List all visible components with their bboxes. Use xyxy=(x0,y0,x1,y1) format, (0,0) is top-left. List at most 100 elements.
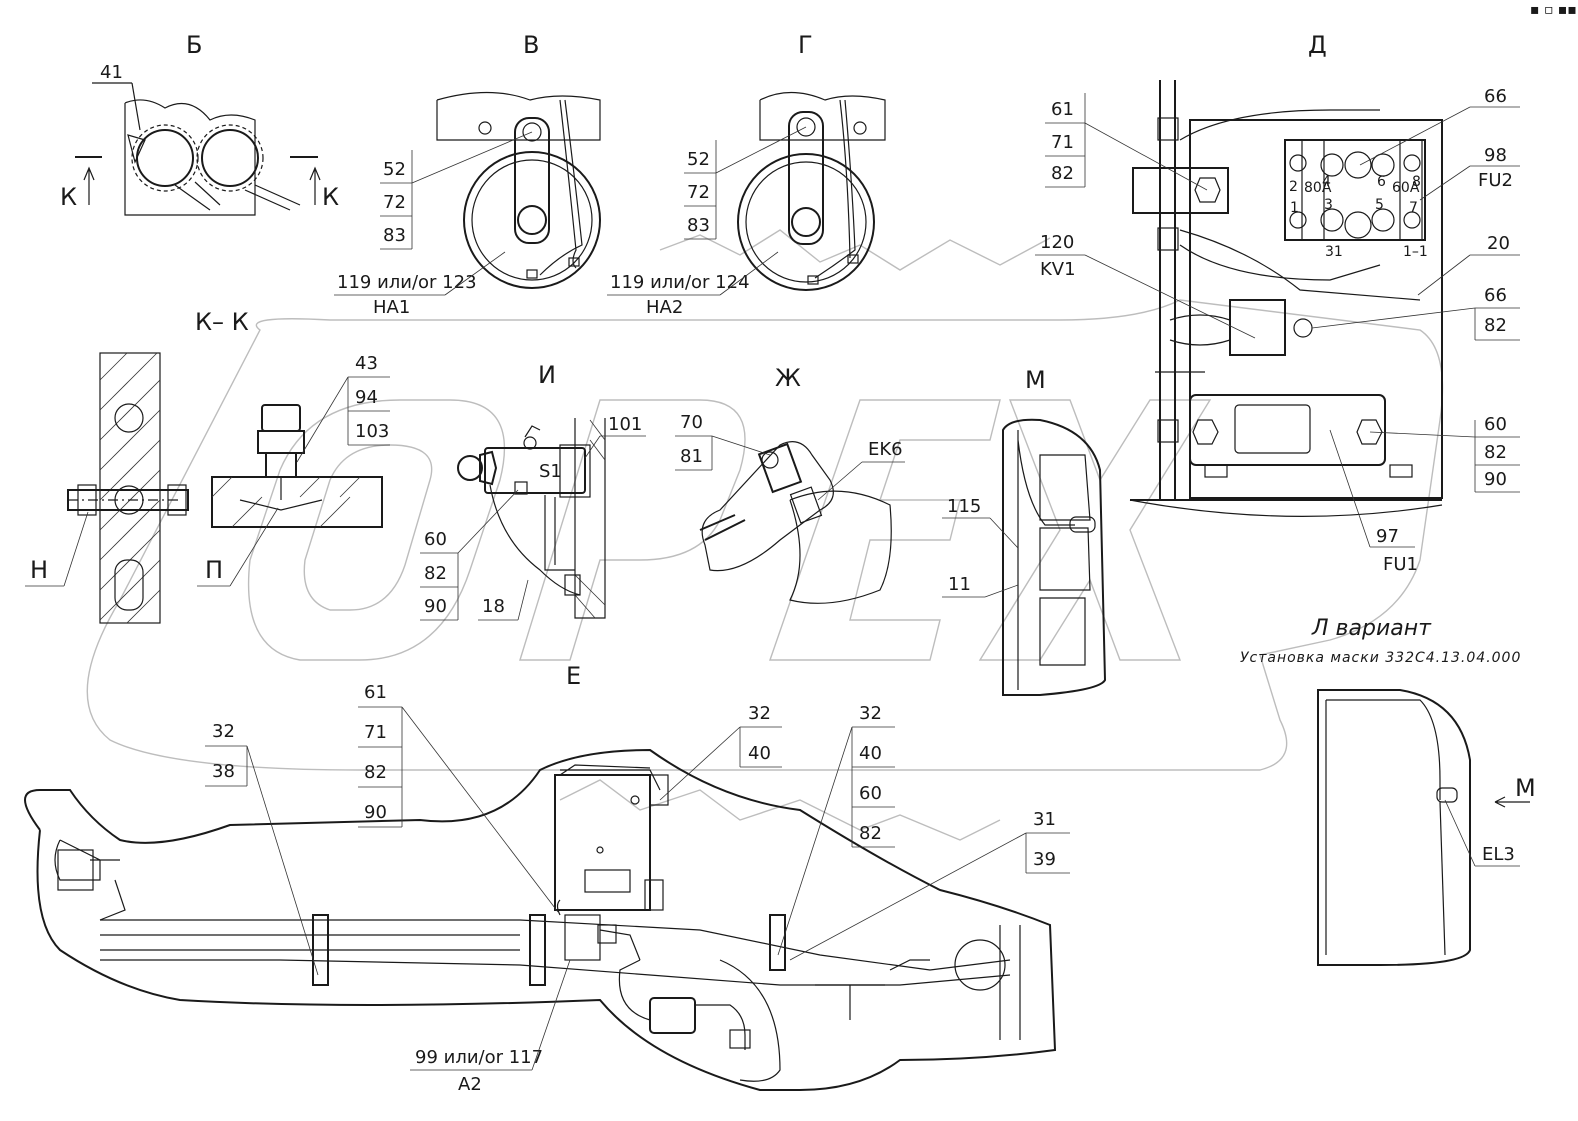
svg-text:82: 82 xyxy=(1484,315,1507,336)
svg-text:43: 43 xyxy=(355,353,378,374)
svg-text:83: 83 xyxy=(383,225,406,246)
callouts-zh: 70 81 EK6 xyxy=(675,412,905,501)
svg-text:6: 6 xyxy=(1377,174,1386,190)
section-arrow-k-right: К xyxy=(322,183,339,211)
svg-text:71: 71 xyxy=(1051,132,1074,153)
callouts-kk: 43 94 103 Н П xyxy=(25,353,390,587)
svg-text:60A: 60A xyxy=(1392,180,1420,196)
svg-text:52: 52 xyxy=(687,149,710,170)
callouts-i: S1 101 60 82 90 18 xyxy=(420,414,646,621)
view-title-b: Б xyxy=(186,31,202,59)
svg-text:52: 52 xyxy=(383,159,406,180)
view-b-drawing: К К 41 xyxy=(60,62,339,216)
svg-text:101: 101 xyxy=(608,414,642,435)
svg-text:72: 72 xyxy=(383,192,406,213)
svg-text:90: 90 xyxy=(424,596,447,617)
svg-text:32: 32 xyxy=(748,703,771,724)
svg-text:3: 3 xyxy=(1324,197,1333,213)
ref-ha2: HA2 xyxy=(646,297,683,318)
callout-g-part: 119 или/or 124 xyxy=(610,272,750,293)
view-title-g: Г xyxy=(798,31,813,59)
mask-note: Установка маски 332С4.13.04.000 xyxy=(1240,650,1521,666)
view-title-v: В xyxy=(523,31,539,59)
view-kk-section xyxy=(67,352,383,624)
callouts-d: 61 71 82 66 98 FU2 20 120 KV1 66 82 60 8… xyxy=(1035,86,1520,575)
svg-text:61: 61 xyxy=(364,682,387,703)
variant-l-block: Л вариант Установка маски 332С4.13.04.00… xyxy=(1240,616,1536,966)
arrow-m-label: М xyxy=(1515,774,1536,802)
svg-text:31: 31 xyxy=(1325,244,1343,260)
view-title-e: Е xyxy=(566,662,581,690)
view-zh-heater xyxy=(699,441,892,604)
callout-v: 52 72 83 119 или/or 123 HA1 xyxy=(334,131,533,318)
view-title-zh: Ж xyxy=(775,364,801,392)
svg-text:90: 90 xyxy=(1484,469,1507,490)
svg-text:FU1: FU1 xyxy=(1383,554,1418,575)
svg-text:71: 71 xyxy=(364,722,387,743)
svg-text:99 или/or 117: 99 или/or 117 xyxy=(415,1047,543,1068)
svg-text:40: 40 xyxy=(859,743,882,764)
ref-el3: EL3 xyxy=(1482,844,1515,865)
callout-h: Н xyxy=(30,556,48,584)
svg-text:94: 94 xyxy=(355,387,378,408)
view-v-horn xyxy=(436,91,601,289)
svg-text:82: 82 xyxy=(424,563,447,584)
svg-text:7: 7 xyxy=(1409,200,1418,216)
svg-text:82: 82 xyxy=(859,823,882,844)
svg-text:8: 8 xyxy=(1412,174,1421,190)
svg-text:5: 5 xyxy=(1375,197,1384,213)
view-title-i: И xyxy=(538,361,556,389)
view-g-horn xyxy=(737,91,886,291)
svg-text:82: 82 xyxy=(1051,163,1074,184)
view-m-cab-side xyxy=(1002,418,1107,696)
svg-text:1–1: 1–1 xyxy=(1403,244,1428,260)
svg-text:1: 1 xyxy=(1290,200,1299,216)
svg-text:82: 82 xyxy=(1484,442,1507,463)
svg-text:20: 20 xyxy=(1487,233,1510,254)
svg-text:66: 66 xyxy=(1484,285,1507,306)
view-i-switch xyxy=(457,418,606,619)
ref-a2: A2 xyxy=(458,1074,482,1095)
svg-text:32: 32 xyxy=(859,703,882,724)
callouts-bottom: 32 38 61 71 82 90 32 40 32 40 60 82 31 3… xyxy=(205,682,1070,1095)
callouts-m: 115 11 xyxy=(942,496,1019,598)
svg-text:FU2: FU2 xyxy=(1478,170,1513,191)
svg-text:38: 38 xyxy=(212,761,235,782)
view-title-kk: К– К xyxy=(195,308,249,336)
svg-text:90: 90 xyxy=(364,802,387,823)
svg-text:32: 32 xyxy=(212,721,235,742)
svg-text:115: 115 xyxy=(947,496,981,517)
svg-text:82: 82 xyxy=(364,762,387,783)
view-title-m: М xyxy=(1025,366,1046,394)
ref-ek6: EK6 xyxy=(868,439,903,460)
view-d-panel: 2 80A 4 6 60A 8 1 3 5 7 31 1–1 xyxy=(1129,80,1443,517)
svg-text:120: 120 xyxy=(1040,232,1074,253)
callout-p: П xyxy=(205,556,223,584)
watermark xyxy=(86,229,1444,841)
ref-s1: S1 xyxy=(539,461,562,482)
view-title-d: Д xyxy=(1308,31,1327,59)
svg-text:72: 72 xyxy=(687,182,710,203)
svg-text:60: 60 xyxy=(859,783,882,804)
callout-g: 52 72 83 119 или/or 124 HA2 xyxy=(607,126,807,318)
svg-text:83: 83 xyxy=(687,215,710,236)
svg-text:66: 66 xyxy=(1484,86,1507,107)
svg-text:31: 31 xyxy=(1033,809,1056,830)
svg-text:70: 70 xyxy=(680,412,703,433)
svg-text:39: 39 xyxy=(1033,849,1056,870)
callout-41: 41 xyxy=(100,62,123,83)
svg-text:11: 11 xyxy=(948,574,971,595)
svg-text:81: 81 xyxy=(680,446,703,467)
svg-text:KV1: KV1 xyxy=(1040,259,1076,280)
svg-text:60: 60 xyxy=(1484,414,1507,435)
svg-text:4: 4 xyxy=(1322,174,1331,190)
section-arrow-k-left: К xyxy=(60,183,77,211)
callout-v-part: 119 или/or 123 xyxy=(337,272,477,293)
corner-mark: ▪ ▫ ▪▪ xyxy=(1530,2,1577,18)
view-titles: Б В Г Д К– К И Ж М Е xyxy=(186,31,1327,690)
svg-text:40: 40 xyxy=(748,743,771,764)
svg-text:2: 2 xyxy=(1289,179,1298,195)
svg-text:61: 61 xyxy=(1051,99,1074,120)
bottom-assembly xyxy=(24,748,1057,1091)
